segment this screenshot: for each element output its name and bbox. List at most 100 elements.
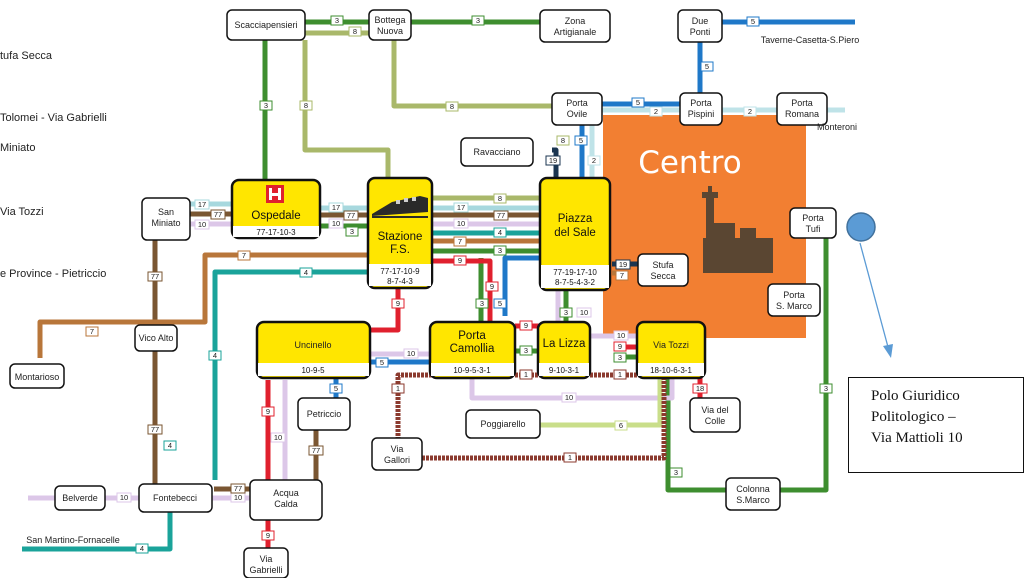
badge-2: 2	[743, 106, 757, 117]
svg-text:5: 5	[705, 62, 709, 71]
svg-text:Porta: Porta	[802, 213, 824, 223]
location-marker-icon[interactable]	[846, 212, 876, 242]
svg-text:Pispini: Pispini	[688, 109, 715, 119]
stop-stufa-secca: Stufa Secca	[637, 253, 689, 287]
badge-5: 5	[574, 135, 588, 146]
svg-text:4: 4	[168, 441, 172, 450]
svg-text:Due: Due	[692, 16, 709, 26]
badge-3: 3	[475, 298, 489, 309]
badge-3: 3	[493, 245, 507, 256]
stop-acqua-calda: Acqua Calda	[249, 479, 323, 521]
svg-text:Zona: Zona	[565, 16, 586, 26]
route-line-4-c	[22, 510, 173, 552]
badge-4: 4	[299, 267, 313, 278]
svg-text:4: 4	[213, 351, 217, 360]
stop-porta-romana: Porta Romana	[776, 92, 828, 126]
svg-text:1: 1	[618, 370, 622, 379]
svg-text:7: 7	[242, 251, 246, 260]
svg-text:Porta: Porta	[783, 290, 805, 300]
svg-text:Via: Via	[260, 554, 273, 564]
badge-10: 10	[453, 218, 469, 229]
svg-text:18: 18	[696, 384, 704, 393]
svg-text:10: 10	[234, 493, 242, 502]
svg-text:4: 4	[304, 268, 308, 277]
svg-text:2: 2	[654, 107, 658, 116]
badge-4: 4	[135, 543, 149, 554]
stop-belverde: Belverde	[54, 485, 106, 511]
svg-text:3: 3	[524, 346, 528, 355]
svg-text:3: 3	[618, 353, 622, 362]
route-line-9-b	[370, 288, 401, 333]
badge-8: 8	[348, 26, 362, 37]
svg-text:3: 3	[264, 101, 268, 110]
stop-porta-tufi: Porta Tufi	[789, 207, 837, 239]
svg-text:10: 10	[457, 219, 465, 228]
svg-text:Porta: Porta	[566, 98, 588, 108]
badge-5: 5	[700, 61, 714, 72]
svg-text:Via: Via	[391, 444, 404, 454]
svg-text:1: 1	[568, 453, 572, 462]
badge-5: 5	[493, 298, 507, 309]
pointer-arrowhead	[883, 344, 893, 358]
svg-text:10: 10	[274, 433, 282, 442]
label-taverne: Taverne-Casetta-S.Piero	[761, 35, 860, 45]
badge-17: 17	[194, 199, 210, 210]
svg-text:Artigianale: Artigianale	[554, 27, 597, 37]
svg-text:9: 9	[266, 407, 270, 416]
centro-label: Centro	[638, 145, 742, 181]
badge-77: 77	[230, 483, 246, 494]
badge-5: 5	[329, 383, 343, 394]
svg-text:5: 5	[579, 136, 583, 145]
stop-montarioso: Montarioso	[9, 363, 65, 389]
svg-text:Colle: Colle	[705, 416, 726, 426]
badge-5: 5	[375, 357, 389, 368]
svg-text:Ponti: Ponti	[690, 27, 711, 37]
badge-4: 4	[208, 350, 222, 361]
hub-ospedale: Ospedale 77-17-10-3	[230, 178, 322, 240]
svg-text:10: 10	[198, 220, 206, 229]
svg-text:La Lizza: La Lizza	[543, 338, 586, 350]
hub-porta-camollia: Porta Camollia 10-9-5-3-1	[428, 320, 517, 380]
svg-text:3: 3	[564, 308, 568, 317]
badge-77: 77	[343, 210, 359, 221]
svg-text:3: 3	[498, 246, 502, 255]
svg-text:4: 4	[498, 228, 502, 237]
svg-text:77-19-17-10: 77-19-17-10	[553, 268, 597, 277]
svg-text:9-10-3-1: 9-10-3-1	[549, 366, 580, 375]
badge-9: 9	[485, 281, 499, 292]
svg-text:10-9-5-3-1: 10-9-5-3-1	[453, 366, 491, 375]
svg-text:8: 8	[304, 101, 308, 110]
badge-7: 7	[453, 236, 467, 247]
stop-ravacciano: Ravacciano	[460, 137, 534, 167]
svg-text:18-10-6-3-1: 18-10-6-3-1	[650, 366, 692, 375]
badge-77: 77	[147, 271, 163, 282]
hub-la-lizza: La Lizza 9-10-3-1	[536, 320, 592, 380]
badge-77: 77	[210, 209, 226, 220]
svg-text:2: 2	[748, 107, 752, 116]
svg-text:Gabrielli: Gabrielli	[249, 565, 282, 575]
svg-text:10: 10	[120, 493, 128, 502]
svg-text:1: 1	[396, 384, 400, 393]
svg-text:Miniato: Miniato	[151, 218, 180, 228]
badge-77: 77	[147, 424, 163, 435]
badge-6: 6	[614, 420, 628, 431]
badge-10: 10	[403, 348, 419, 359]
destination-info-box: Polo Giuridico Politologico – Via Mattio…	[848, 377, 1024, 473]
stop-poggiarello: Poggiarello	[465, 409, 541, 439]
stop-zona-artigianale: Zona Artigianale	[539, 9, 611, 43]
svg-text:5: 5	[380, 358, 384, 367]
svg-text:Belverde: Belverde	[62, 493, 98, 503]
svg-text:77-17-10-9: 77-17-10-9	[380, 267, 420, 276]
badge-3: 3	[519, 345, 533, 356]
badge-9: 9	[391, 298, 405, 309]
route-line-7-b	[37, 252, 368, 358]
stop-porta-ovile: Porta Ovile	[551, 92, 603, 126]
svg-text:77: 77	[497, 211, 505, 220]
svg-text:10: 10	[332, 219, 340, 228]
line-badges: 3 8 3 5 5 3 8 8 5 2 2 8 5 19 2 17 77 10 …	[85, 15, 833, 554]
info-line-1: Polo Giuridico	[871, 388, 960, 404]
badge-10: 10	[613, 330, 629, 341]
badge-3: 3	[559, 307, 573, 318]
svg-text:1: 1	[524, 370, 528, 379]
hub-uncinello: Uncinello 10-9-5	[255, 320, 372, 380]
